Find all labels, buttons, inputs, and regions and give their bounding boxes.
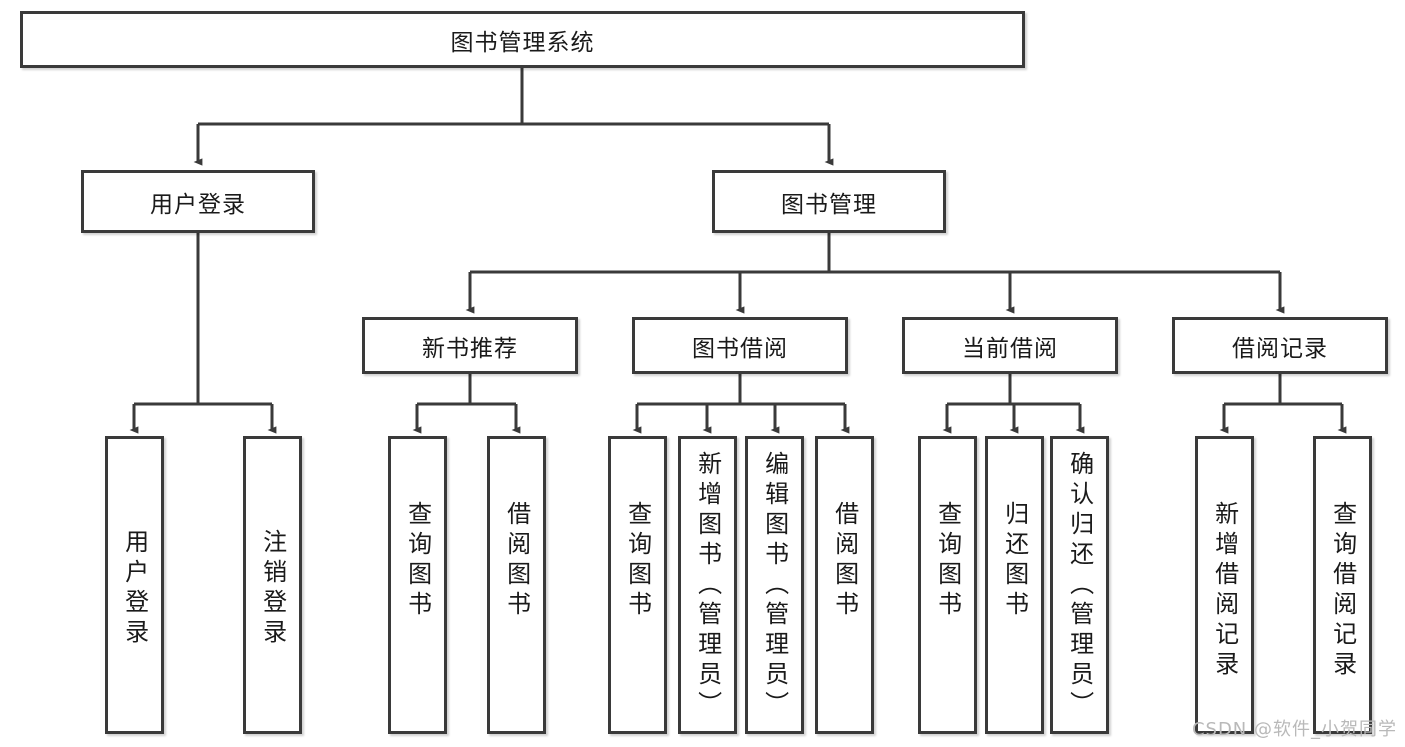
node-root-book-management-system[interactable]: 图书管理系统 bbox=[20, 11, 1025, 68]
leaf-current-borrow-return-book[interactable]: 归还图书 bbox=[985, 436, 1044, 734]
node-label: 查询图书 bbox=[403, 501, 432, 621]
node-label: 新增借阅记录 bbox=[1210, 501, 1239, 681]
node-label: 查询借阅记录 bbox=[1328, 501, 1357, 681]
leaf-book-borrow-add-book-admin[interactable]: 新增图书（管理员） bbox=[678, 436, 737, 734]
leaf-user-login-login[interactable]: 用户登录 bbox=[105, 436, 164, 734]
node-borrow-record[interactable]: 借阅记录 bbox=[1172, 317, 1388, 374]
node-label: 确认归还（管理员） bbox=[1065, 451, 1094, 721]
node-label: 查询图书 bbox=[623, 501, 652, 621]
node-label: 借阅记录 bbox=[1232, 335, 1328, 362]
node-label: 借阅图书 bbox=[502, 501, 531, 621]
node-label: 新书推荐 bbox=[422, 335, 518, 362]
node-label: 图书管理 bbox=[781, 191, 877, 218]
node-label: 查询图书 bbox=[933, 501, 962, 621]
leaf-new-book-borrow-book[interactable]: 借阅图书 bbox=[487, 436, 546, 734]
node-label: 图书管理系统 bbox=[450, 29, 595, 56]
leaf-current-borrow-query-book[interactable]: 查询图书 bbox=[918, 436, 977, 734]
node-book-management[interactable]: 图书管理 bbox=[712, 170, 946, 233]
node-label: 借阅图书 bbox=[830, 501, 859, 621]
leaf-current-borrow-confirm-return-admin[interactable]: 确认归还（管理员） bbox=[1050, 436, 1109, 734]
node-label: 用户登录 bbox=[120, 529, 149, 649]
node-label: 归还图书 bbox=[1000, 501, 1029, 621]
leaf-new-book-query-book[interactable]: 查询图书 bbox=[388, 436, 447, 734]
leaf-borrow-record-query-record[interactable]: 查询借阅记录 bbox=[1313, 436, 1372, 734]
leaf-book-borrow-borrow-book[interactable]: 借阅图书 bbox=[815, 436, 874, 734]
node-label: 注销登录 bbox=[258, 529, 287, 649]
node-label: 图书借阅 bbox=[692, 335, 788, 362]
node-user-login[interactable]: 用户登录 bbox=[81, 170, 315, 233]
leaf-book-borrow-query-book[interactable]: 查询图书 bbox=[608, 436, 667, 734]
leaf-user-login-logout[interactable]: 注销登录 bbox=[243, 436, 302, 734]
node-new-book-recommend[interactable]: 新书推荐 bbox=[362, 317, 578, 374]
node-label: 新增图书（管理员） bbox=[693, 451, 722, 721]
leaf-book-borrow-edit-book-admin[interactable]: 编辑图书（管理员） bbox=[745, 436, 804, 734]
node-label: 当前借阅 bbox=[962, 335, 1058, 362]
leaf-borrow-record-add-record[interactable]: 新增借阅记录 bbox=[1195, 436, 1254, 734]
node-label: 用户登录 bbox=[150, 191, 246, 218]
watermark-text: CSDN @软件_小贺同学 bbox=[1191, 719, 1397, 740]
node-current-borrow[interactable]: 当前借阅 bbox=[902, 317, 1118, 374]
node-label: 编辑图书（管理员） bbox=[760, 451, 789, 721]
node-book-borrow[interactable]: 图书借阅 bbox=[632, 317, 848, 374]
